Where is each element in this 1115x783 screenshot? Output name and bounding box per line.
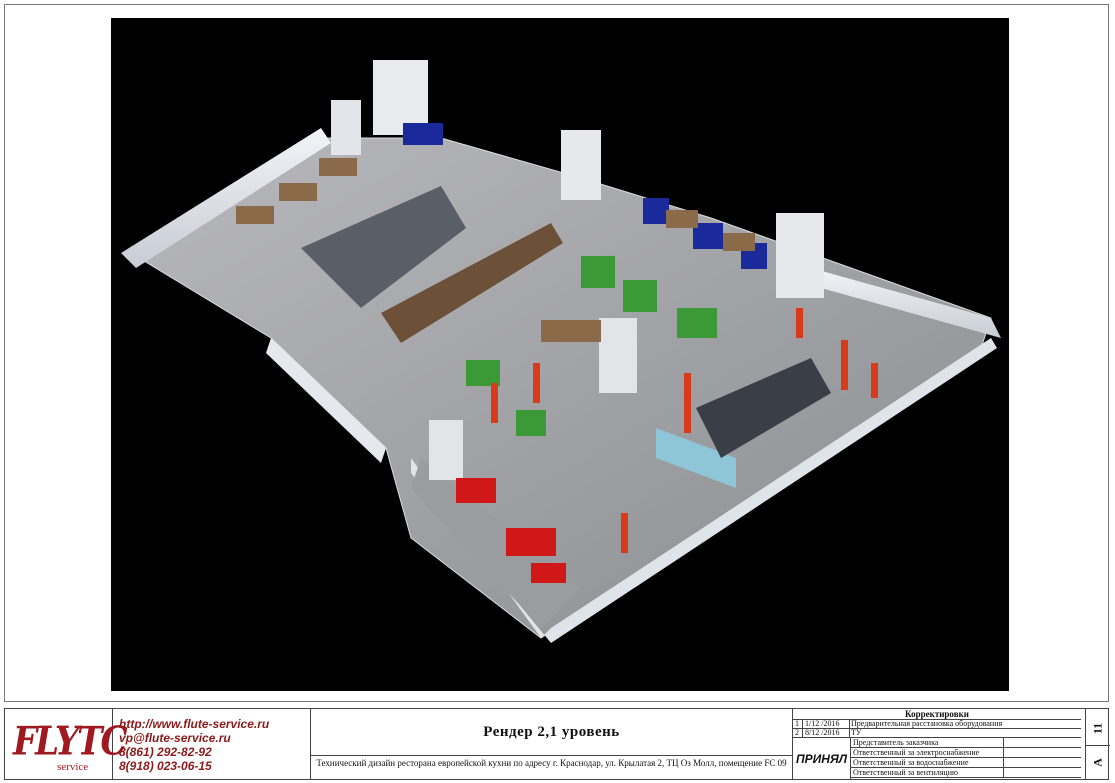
green-sofa [516, 410, 546, 436]
phone-2: 8(918) 023-06-15 [119, 759, 212, 773]
wood-table [236, 206, 274, 224]
wood-table [319, 158, 357, 176]
website-link[interactable]: http://www.flute-service.ru [119, 717, 270, 731]
red-column [491, 383, 498, 423]
lower-room-floor [411, 458, 581, 628]
kitchen-block [301, 186, 466, 308]
red-column [871, 363, 878, 398]
logo-subtitle: service [57, 761, 89, 773]
drawing-description: Технический дизайн ресторана европейской… [316, 758, 787, 768]
title-block: FLYTC service http://www.flute-service.r… [4, 708, 1110, 780]
left-room-wall [266, 338, 386, 463]
red-seating [506, 528, 556, 556]
revision-row: 1 1/12 /2016 Предварительная расстановка… [793, 719, 1081, 729]
wood-table [666, 210, 698, 228]
red-seating [531, 563, 566, 583]
sheet-number: 11 [1090, 722, 1105, 735]
revisions-table: Корректировки 1 1/12 /2016 Предварительн… [793, 709, 1081, 779]
red-column [796, 308, 803, 338]
bar-counter [381, 223, 563, 343]
glass-partition [656, 428, 736, 488]
approval-row: Представитель заказчика [851, 738, 1081, 748]
blue-sofa [403, 123, 443, 145]
floor-plan-render [121, 60, 1001, 643]
drawing-title: Рендер 2,1 уровень [311, 709, 792, 756]
green-sofa [581, 256, 615, 288]
company-logo: FLYTC service [5, 709, 128, 779]
approval-row: Ответственный за вентиляцию [851, 768, 1081, 778]
revision-row: 2 8/12 /2016 ТУ [793, 728, 1081, 738]
phone-1: 8(861) 292-82-92 [119, 745, 212, 759]
approval-row: Ответственный за водоснабжение [851, 758, 1081, 768]
green-sofa [677, 308, 717, 338]
wood-table [541, 320, 601, 342]
outer-wall-left [121, 128, 331, 268]
render-image [111, 18, 1009, 691]
pillar [599, 318, 637, 393]
title-cell: Рендер 2,1 уровень Технический дизайн ре… [310, 709, 793, 779]
approval-label: ПРИНЯЛ [793, 738, 851, 779]
contacts: http://www.flute-service.ru vp@flute-ser… [119, 717, 309, 773]
green-sofa [466, 360, 500, 386]
pillar [429, 420, 463, 480]
red-seating [456, 478, 496, 503]
email-link[interactable]: vp@flute-service.ru [119, 731, 231, 745]
logo-wordmark: FLYTC [13, 719, 128, 765]
blue-sofa [643, 198, 669, 224]
approval-row: Ответственный за электроснабжение [851, 748, 1081, 758]
pillar [561, 130, 601, 200]
red-column [684, 373, 691, 433]
sheet-format: A [1090, 758, 1105, 767]
pillar [331, 100, 361, 155]
outer-wall-right [811, 268, 1001, 338]
wood-table [723, 233, 755, 251]
red-column [533, 363, 540, 403]
wood-table [279, 183, 317, 201]
revisions-header: Корректировки [793, 709, 1081, 720]
red-column [621, 513, 628, 553]
green-sofa [623, 280, 657, 312]
pillar [373, 60, 428, 135]
sheet-border [4, 4, 1109, 702]
sheet-number-cell: 11 A [1085, 709, 1110, 779]
red-column [841, 340, 848, 390]
pillar [776, 213, 824, 298]
kitchen-counter [696, 358, 831, 458]
